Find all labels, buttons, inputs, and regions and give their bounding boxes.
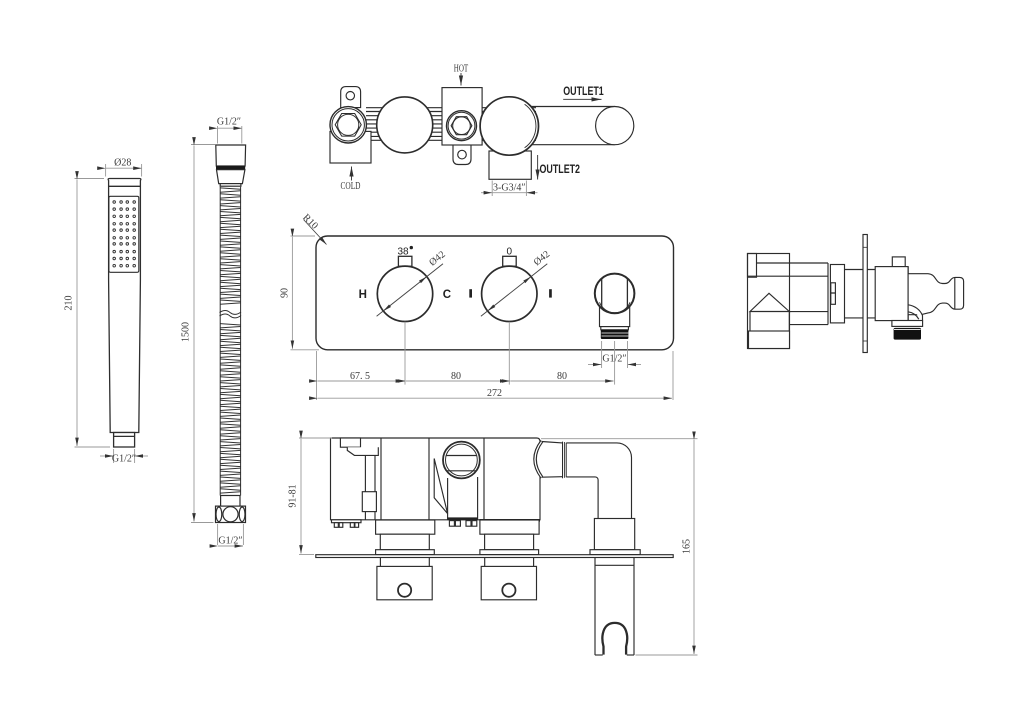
svg-text:HOT: HOT bbox=[454, 64, 469, 75]
svg-text:G1/2″: G1/2″ bbox=[218, 536, 242, 547]
svg-text:OUTLET2: OUTLET2 bbox=[540, 162, 581, 176]
svg-text:C: C bbox=[443, 289, 451, 301]
svg-text:G1/2″: G1/2″ bbox=[112, 454, 136, 465]
svg-text:OUTLET1: OUTLET1 bbox=[563, 84, 604, 98]
svg-text:91-81: 91-81 bbox=[288, 484, 299, 507]
svg-text:0: 0 bbox=[507, 247, 513, 258]
svg-text:G1/2″: G1/2″ bbox=[602, 354, 626, 365]
svg-text:210: 210 bbox=[64, 296, 75, 311]
svg-text:272: 272 bbox=[487, 388, 502, 399]
svg-text:H: H bbox=[359, 289, 367, 301]
svg-text:1500: 1500 bbox=[181, 322, 192, 342]
svg-text:3-G3/4″: 3-G3/4″ bbox=[493, 183, 526, 194]
svg-text:80: 80 bbox=[557, 371, 567, 382]
svg-text:38: 38 bbox=[397, 247, 409, 258]
svg-text:Ø28: Ø28 bbox=[114, 158, 131, 169]
svg-text:67. 5: 67. 5 bbox=[350, 371, 370, 382]
svg-text:G1/2″: G1/2″ bbox=[217, 117, 241, 128]
svg-text:COLD: COLD bbox=[341, 181, 361, 192]
svg-text:R10: R10 bbox=[300, 212, 320, 232]
svg-text:90: 90 bbox=[280, 288, 291, 298]
svg-text:80: 80 bbox=[451, 371, 461, 382]
svg-text:165: 165 bbox=[682, 539, 693, 554]
